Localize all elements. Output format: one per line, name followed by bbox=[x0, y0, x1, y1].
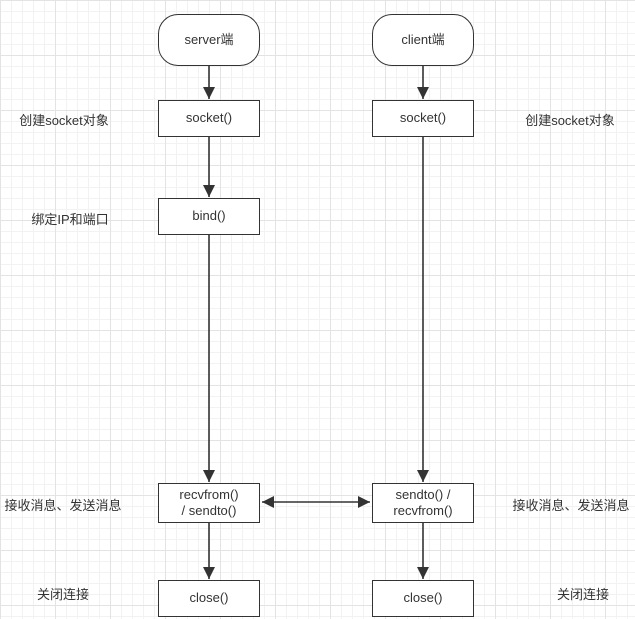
node-server-recvfrom-sendto: recvfrom() / sendto() bbox=[158, 483, 260, 523]
node-server-bind: bind() bbox=[158, 198, 260, 235]
node-server-recvfrom-line1: recvfrom() bbox=[179, 486, 239, 502]
node-client-close-label: close() bbox=[403, 590, 443, 606]
node-client-header-label: client端 bbox=[401, 31, 445, 47]
label-close-left: 关闭连接 bbox=[36, 587, 89, 602]
node-server-bind-label: bind() bbox=[192, 208, 226, 224]
label-close-right: 关闭连接 bbox=[556, 587, 609, 602]
node-client-socket-label: socket() bbox=[399, 110, 447, 126]
node-client-sendto-line1: sendto() / bbox=[395, 486, 451, 502]
label-create-socket-right: 创建socket对象 bbox=[525, 113, 615, 128]
label-bind-ip-port-left: 绑定IP和端口 bbox=[31, 212, 109, 227]
node-server-recvfrom-line2: / sendto() bbox=[181, 503, 237, 518]
node-server-socket-label: socket() bbox=[185, 110, 233, 126]
node-client-header: client端 bbox=[372, 14, 474, 66]
node-server-socket: socket() bbox=[158, 100, 260, 137]
node-client-close: close() bbox=[372, 580, 474, 617]
node-server-header-label: server端 bbox=[184, 31, 234, 47]
node-client-sendto-recvfrom: sendto() / recvfrom() bbox=[372, 483, 474, 523]
node-client-sendto-line2: recvfrom() bbox=[393, 503, 453, 518]
node-server-close: close() bbox=[158, 580, 260, 617]
label-recv-send-left: 接收消息、发送消息 bbox=[4, 498, 122, 513]
label-recv-send-right: 接收消息、发送消息 bbox=[512, 498, 630, 513]
node-server-header: server端 bbox=[158, 14, 260, 66]
label-create-socket-left: 创建socket对象 bbox=[19, 113, 109, 128]
node-client-socket: socket() bbox=[372, 100, 474, 137]
node-server-close-label: close() bbox=[189, 590, 229, 606]
